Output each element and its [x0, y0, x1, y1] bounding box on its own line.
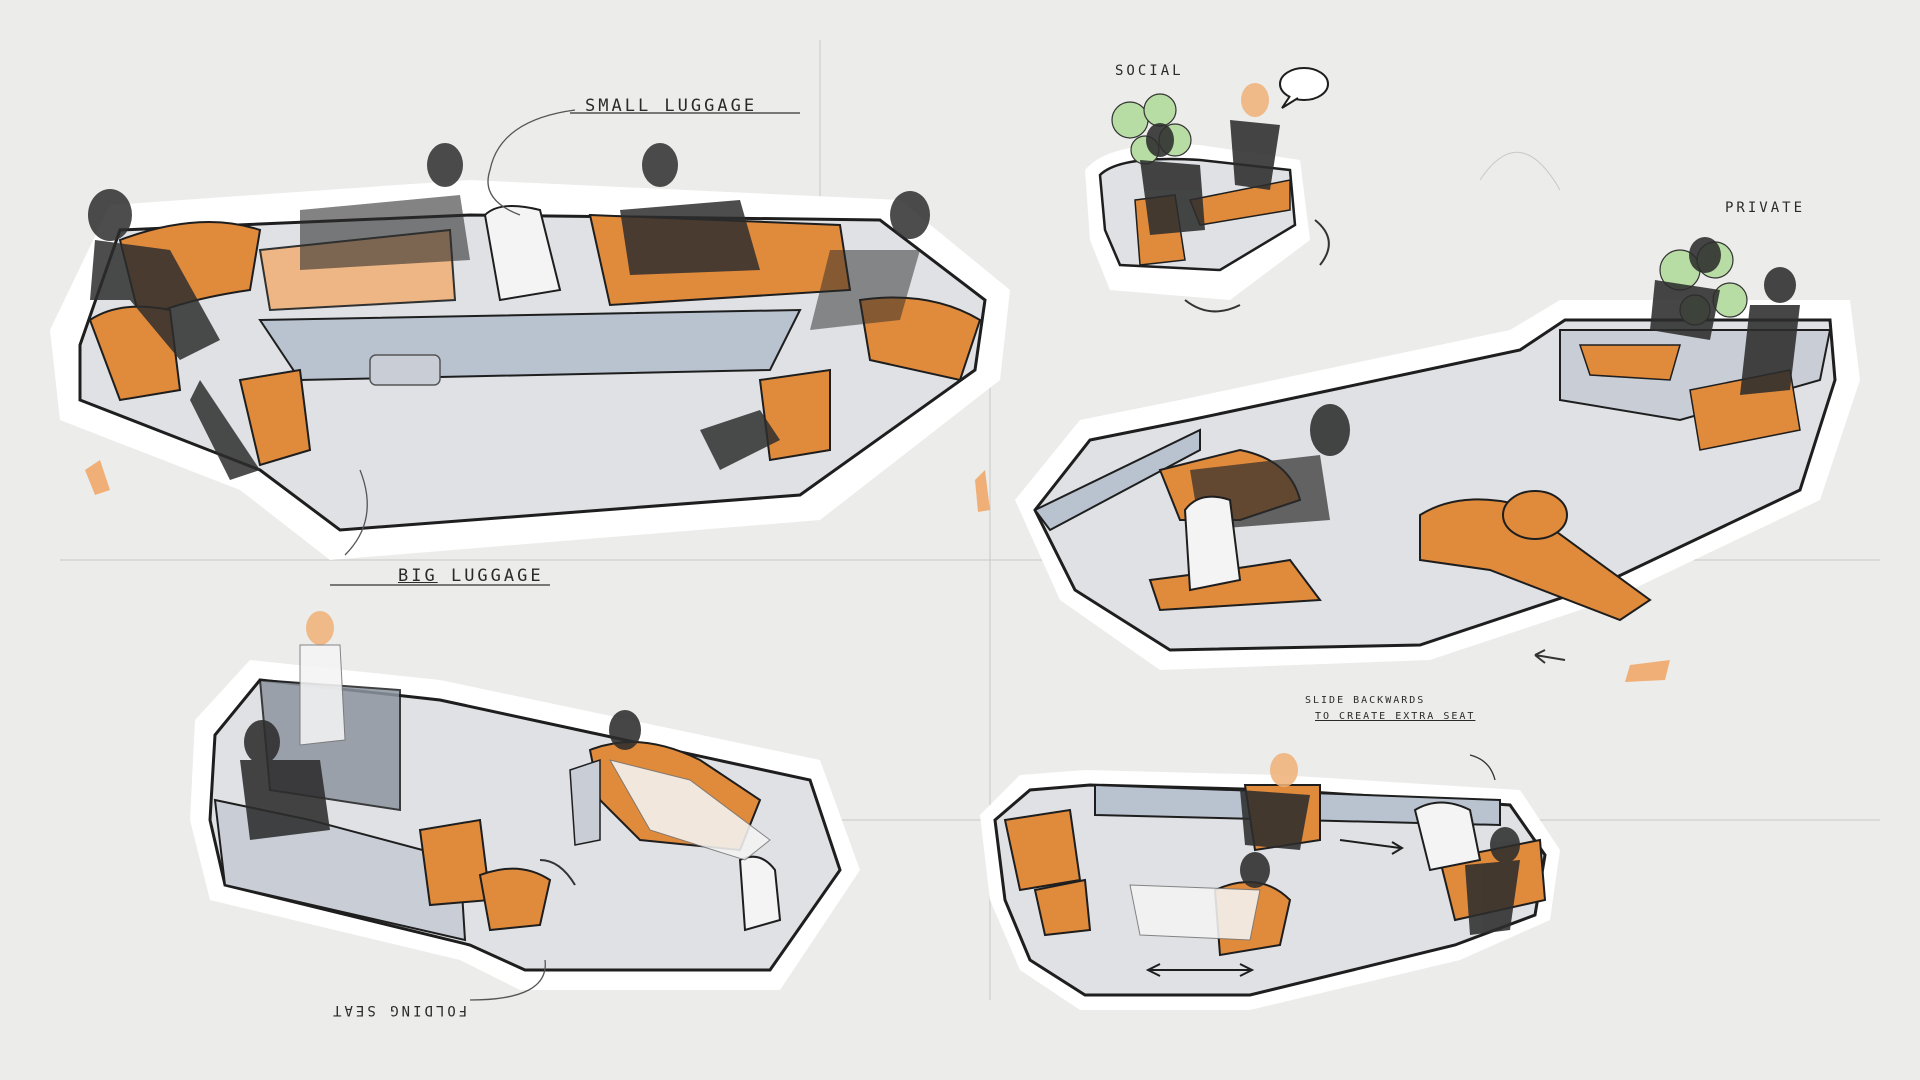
- slide-note-line2: TO CREATE EXTRA SEAT: [1315, 711, 1476, 722]
- private-layout-right: [1015, 237, 1860, 670]
- big-luggage-icon: [369, 354, 441, 386]
- backpack-icon: [483, 205, 562, 302]
- slide-note-line1: SLIDE BACKWARDS: [1305, 695, 1426, 706]
- backpack-icon: [738, 855, 782, 932]
- backpack-icon: [1183, 495, 1242, 592]
- big-luggage-label: BIG LUGGAGE: [398, 566, 544, 586]
- small-luggage-label: SMALL LUGGAGE: [585, 96, 758, 116]
- sliding-seat-layout-bottom-right: [980, 753, 1560, 1010]
- private-label: PRIVATE: [1725, 200, 1806, 216]
- speech-bubble-icon: [1279, 67, 1329, 109]
- big-luggage-emphasis: BIG: [398, 566, 438, 586]
- folding-seat: [478, 867, 552, 932]
- slide-arrow-icon: [1534, 649, 1566, 664]
- slide-arrow-icon: [1145, 839, 1404, 977]
- folding-seat-label: FOLDING SEAT: [330, 1002, 467, 1018]
- big-luggage-suffix: LUGGAGE: [437, 566, 544, 586]
- backpack-icon: [1413, 801, 1482, 872]
- social-pod-top-right: [1085, 67, 1330, 313]
- lounge-layout-top-left: [50, 109, 1010, 586]
- folding-seat-layout-bottom-left: [190, 611, 860, 1001]
- marker-scribbles: [85, 460, 1670, 682]
- rotate-arrow-icon: [1184, 299, 1241, 313]
- folding-seat-text: FOLDING SEAT: [330, 1002, 468, 1018]
- social-label: SOCIAL: [1115, 63, 1184, 79]
